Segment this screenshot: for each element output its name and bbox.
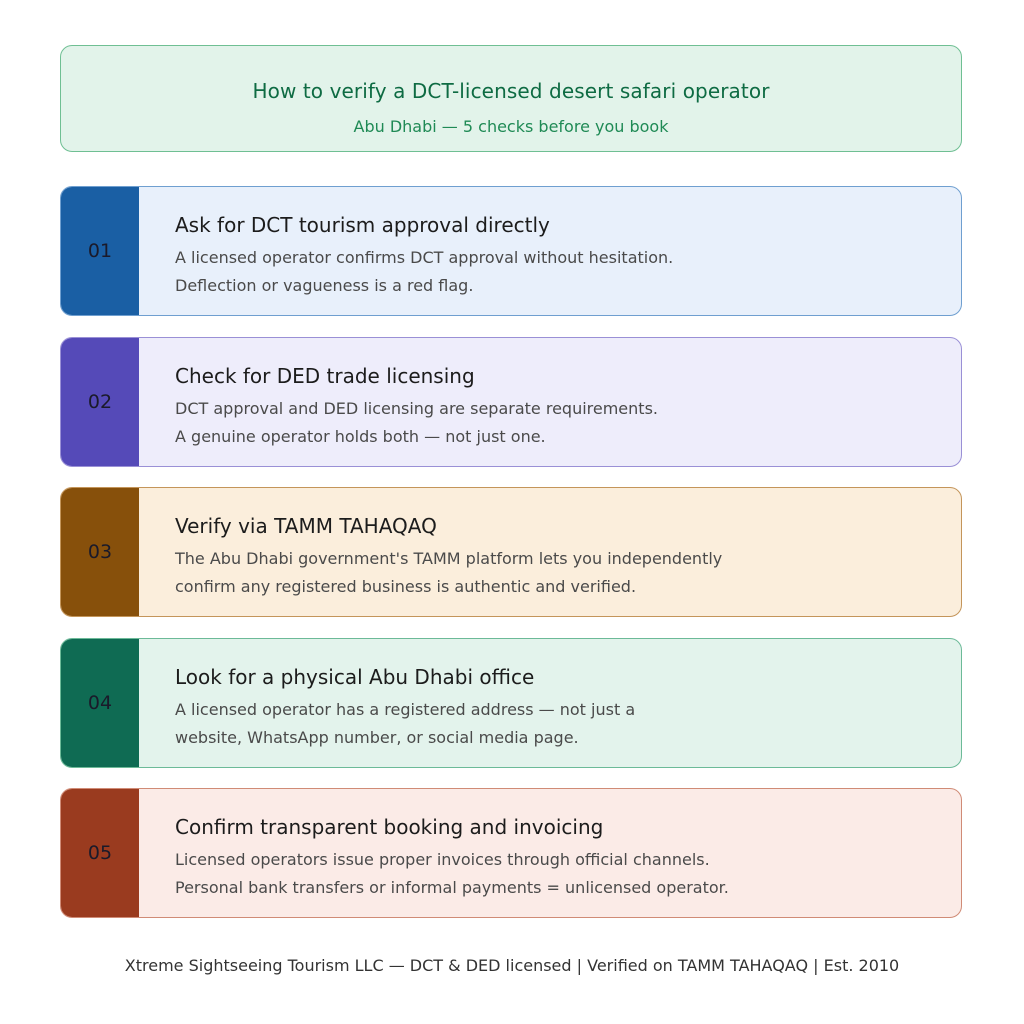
step-description-line-2: Deflection or vagueness is a red flag. bbox=[175, 276, 474, 295]
step-number: 02 bbox=[61, 338, 139, 466]
page-subtitle: Abu Dhabi — 5 checks before you book bbox=[353, 117, 669, 136]
step-title: Verify via TAMM TAHAQAQ bbox=[175, 514, 437, 538]
step-description-line-2: confirm any registered business is authe… bbox=[175, 577, 637, 596]
step-card-01: 01 Ask for DCT tourism approval directly… bbox=[60, 186, 962, 316]
header-banner: How to verify a DCT-licensed desert safa… bbox=[60, 45, 962, 152]
step-description-line-1: Licensed operators issue proper invoices… bbox=[175, 850, 710, 869]
step-number: 03 bbox=[61, 488, 139, 616]
step-card-05: 05 Confirm transparent booking and invoi… bbox=[60, 788, 962, 918]
step-description-line-1: The Abu Dhabi government's TAMM platform… bbox=[175, 549, 723, 568]
step-card-02: 02 Check for DED trade licensing DCT app… bbox=[60, 337, 962, 467]
step-description-line-2: Personal bank transfers or informal paym… bbox=[175, 878, 729, 897]
step-number: 04 bbox=[61, 639, 139, 767]
step-title: Check for DED trade licensing bbox=[175, 364, 475, 388]
step-card-03: 03 Verify via TAMM TAHAQAQ The Abu Dhabi… bbox=[60, 487, 962, 617]
step-description-line-1: DCT approval and DED licensing are separ… bbox=[175, 399, 658, 418]
step-title: Ask for DCT tourism approval directly bbox=[175, 213, 550, 237]
step-description-line-2: A genuine operator holds both — not just… bbox=[175, 427, 546, 446]
step-description-line-2: website, WhatsApp number, or social medi… bbox=[175, 728, 579, 747]
step-title: Confirm transparent booking and invoicin… bbox=[175, 815, 604, 839]
step-title: Look for a physical Abu Dhabi office bbox=[175, 665, 535, 689]
step-card-04: 04 Look for a physical Abu Dhabi office … bbox=[60, 638, 962, 768]
step-description-line-1: A licensed operator has a registered add… bbox=[175, 700, 636, 719]
step-description-line-1: A licensed operator confirms DCT approva… bbox=[175, 248, 674, 267]
step-number: 05 bbox=[61, 789, 139, 917]
footer-credit: Xtreme Sightseeing Tourism LLC — DCT & D… bbox=[124, 956, 900, 975]
step-number: 01 bbox=[61, 187, 139, 315]
page-title: How to verify a DCT-licensed desert safa… bbox=[252, 79, 770, 103]
